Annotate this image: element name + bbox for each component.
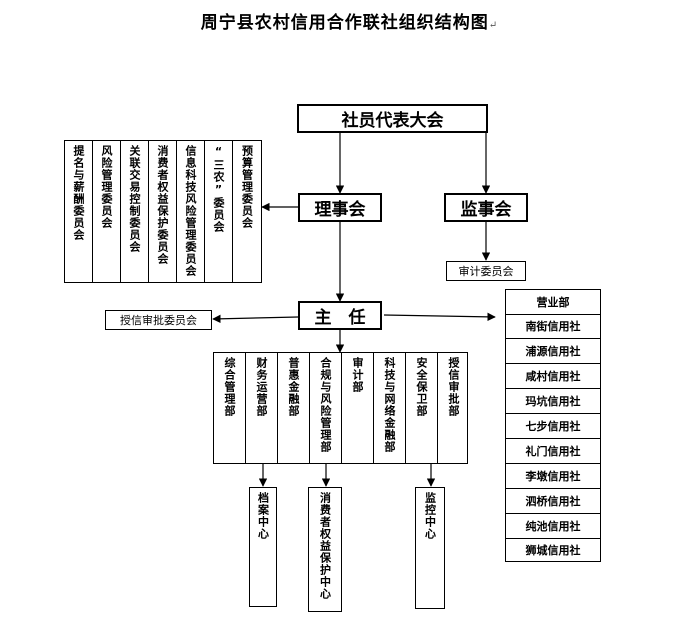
consumer-center-label: 消费者权益保护中心: [318, 492, 332, 600]
archive-center-box: 档案中心: [249, 487, 277, 607]
consumer-center-box: 消费者权益保护中心: [308, 487, 342, 612]
monitor-center-label: 监控中心: [423, 492, 437, 540]
branch-header: 营业部: [506, 290, 600, 315]
dept-tech: 科技与网络金融部: [374, 353, 406, 463]
dept-compliance: 合规与风险管理部: [310, 353, 342, 463]
dept-inclusive: 普惠金融部: [278, 353, 310, 463]
committee-related-party: 关联交易控制委员会: [121, 141, 149, 282]
branch-item: 咸村信用社: [506, 364, 600, 389]
dept-audit: 审计部: [342, 353, 374, 463]
branches-group: 营业部 南街信用社 浦源信用社 咸村信用社 玛坑信用社 七步信用社 礼门信用社 …: [505, 289, 601, 562]
departments-group: 综合管理部 财务运营部 普惠金融部 合规与风险管理部 审计部 科技与网络金融部 …: [213, 352, 468, 464]
committee-it-risk: 信息科技风险管理委员会: [177, 141, 205, 282]
supervisory-label: 监事会: [460, 200, 512, 220]
audit-committee-box: 审计委员会: [446, 261, 526, 281]
board-label: 理事会: [314, 200, 366, 220]
credit-approval-committee-label: 授信审批委员会: [120, 314, 197, 327]
branch-item: 纯池信用社: [506, 514, 600, 539]
dept-general: 综合管理部: [214, 353, 246, 463]
dept-finance: 财务运营部: [246, 353, 278, 463]
chart-title: 周宁县农村信用合作联社组织结构图↵: [200, 13, 499, 33]
monitor-center-box: 监控中心: [415, 487, 445, 609]
assembly-label: 社员代表大会: [341, 111, 444, 131]
director-label: 主 任: [314, 308, 366, 328]
branch-item: 浦源信用社: [506, 339, 600, 364]
branch-item: 李墩信用社: [506, 464, 600, 489]
branch-item: 南街信用社: [506, 314, 600, 339]
committee-nomination: 提名与薪酬委员会: [65, 141, 93, 282]
credit-approval-committee-box: 授信审批委员会: [105, 310, 212, 330]
director-box: 主 任: [298, 301, 382, 330]
dept-credit: 授信审批部: [447, 357, 460, 417]
branch-item: 礼门信用社: [506, 439, 600, 464]
archive-center-label: 档案中心: [256, 492, 270, 540]
audit-committee-label: 审计委员会: [458, 265, 514, 278]
board-committees-group: 提名与薪酬委员会 风险管理委员会 关联交易控制委员会 消费者权益保护委员会 信息…: [64, 140, 262, 283]
branch-item: 玛坑信用社: [506, 389, 600, 414]
branch-item: 狮城信用社: [525, 544, 581, 557]
dept-security: 安全保卫部: [406, 353, 438, 463]
board-box: 理事会: [298, 193, 382, 222]
committee-budget: 预算管理委员会: [240, 145, 254, 229]
committee-risk: 风险管理委员会: [93, 141, 121, 282]
committee-agriculture: “三农”委员会: [205, 141, 233, 282]
assembly-box: 社员代表大会: [297, 104, 488, 133]
branch-item: 七步信用社: [506, 414, 600, 439]
supervisory-box: 监事会: [444, 193, 528, 222]
branch-item: 泗桥信用社: [506, 489, 600, 514]
committee-consumer-protection: 消费者权益保护委员会: [149, 141, 177, 282]
